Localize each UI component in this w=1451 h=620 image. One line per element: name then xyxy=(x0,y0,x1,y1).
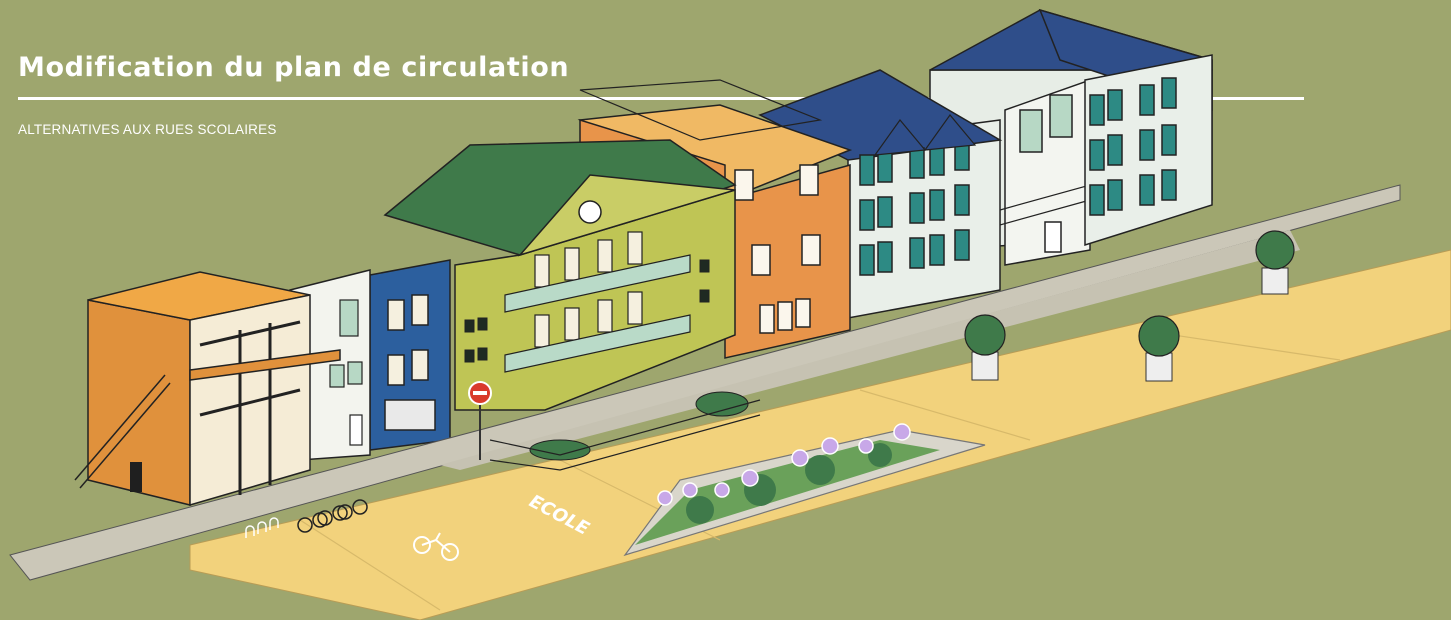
building-blue xyxy=(369,259,451,451)
building-blue-roof-center xyxy=(758,69,1003,319)
title-divider xyxy=(18,97,1304,100)
potted-tree-icon xyxy=(964,230,1295,382)
building-green-roof xyxy=(383,139,737,411)
hedge xyxy=(529,391,749,461)
bicycle-marking-icon xyxy=(413,532,459,561)
railing xyxy=(489,399,761,471)
page-subtitle: ALTERNATIVES AUX RUES SCOLAIRES xyxy=(18,122,277,137)
flower-icon xyxy=(657,423,911,506)
bike-rack-icon xyxy=(245,499,368,538)
building-orange-corner xyxy=(74,271,341,506)
page-title: Modification du plan de circulation xyxy=(18,52,570,83)
sidewalk xyxy=(9,184,1401,581)
no-entry-sign-icon xyxy=(468,381,492,460)
flower-planter xyxy=(623,423,986,557)
building-blue-roof-right xyxy=(1084,54,1213,247)
